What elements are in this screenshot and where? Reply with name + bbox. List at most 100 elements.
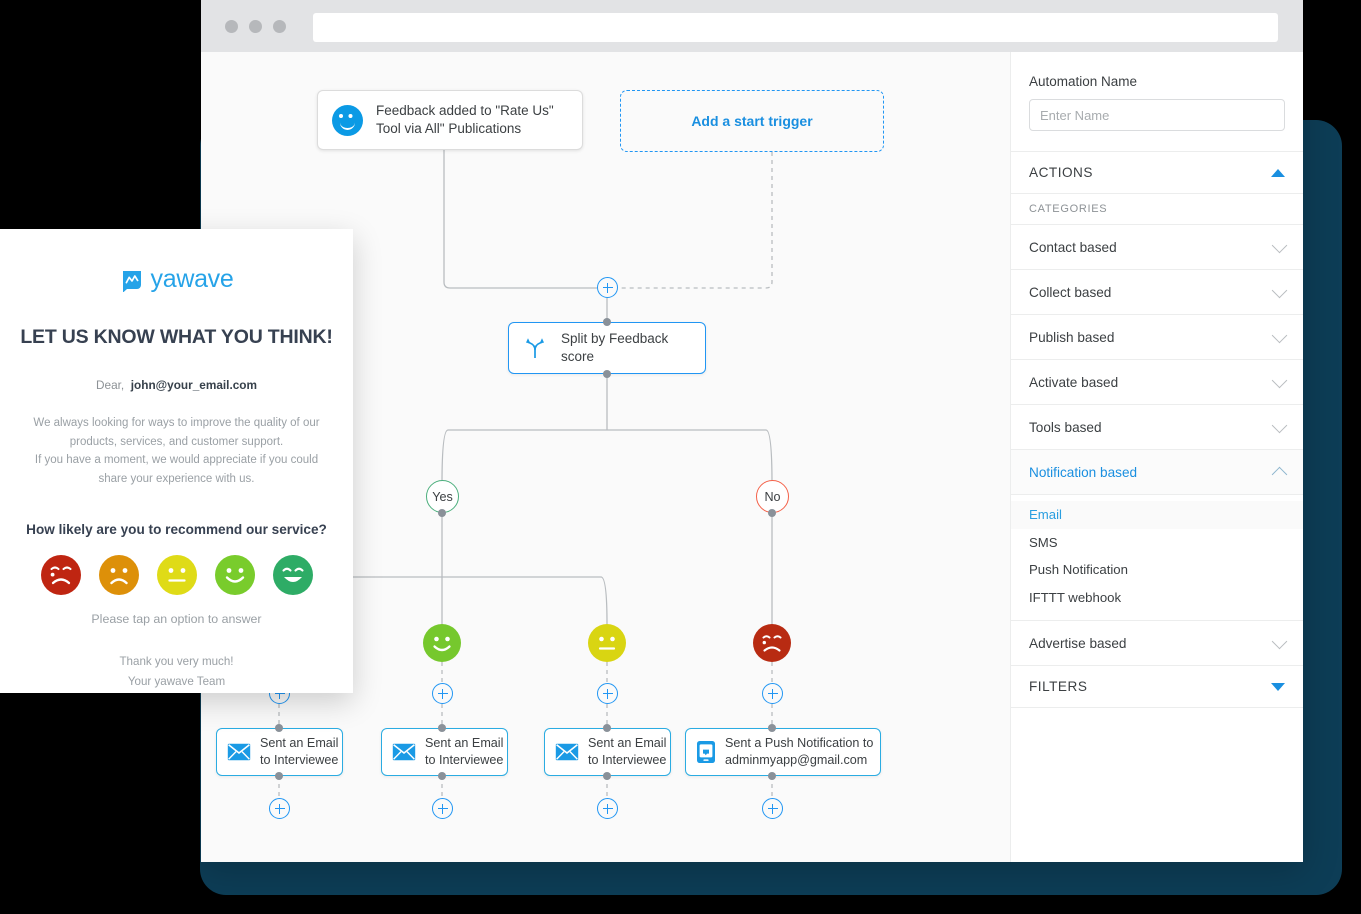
score-face-sad-icon[interactable] bbox=[753, 624, 791, 662]
node-port-in bbox=[768, 724, 776, 732]
branch-badge-no-label: No bbox=[764, 489, 781, 504]
chevron-down-icon bbox=[1271, 237, 1288, 253]
rating-face-smile-icon[interactable] bbox=[214, 554, 255, 595]
address-bar-input[interactable] bbox=[313, 13, 1278, 42]
chevron-up-icon bbox=[1271, 168, 1285, 177]
node-port-out bbox=[438, 772, 446, 780]
smiley-icon bbox=[332, 104, 363, 136]
sidebar-item-label: SMS bbox=[1029, 534, 1058, 550]
flow-node-trigger-label: Feedback added to "Rate Us" Tool via All… bbox=[376, 103, 554, 136]
email-body-text: We always looking for ways to improve th… bbox=[33, 417, 320, 485]
categories-subheader: CATEGORIES bbox=[1011, 194, 1303, 225]
email-tap-hint: Please tap an option to answer bbox=[91, 611, 262, 626]
sidebar-category-publish-based[interactable]: Publish based bbox=[1011, 315, 1303, 360]
branch-badge-yes[interactable]: Yes bbox=[426, 480, 459, 513]
automation-flow-canvas[interactable]: Feedback added to "Rate Us" Tool via All… bbox=[201, 52, 1010, 862]
sidebar-item-ifttt-webhook[interactable]: IFTTT webhook bbox=[1011, 584, 1303, 612]
add-node-plus-button[interactable] bbox=[597, 683, 618, 704]
node-port-out bbox=[603, 370, 611, 378]
flow-node-trigger[interactable]: Feedback added to "Rate Us" Tool via All… bbox=[317, 90, 583, 150]
node-port-out bbox=[275, 772, 283, 780]
automation-name-label: Automation Name bbox=[1029, 74, 1138, 89]
email-preview-popup: yawave LET US KNOW WHAT YOU THINK! Dear,… bbox=[0, 229, 353, 693]
sidebar-item-email[interactable]: Email bbox=[1011, 501, 1303, 529]
sidebar-category-label: Contact based bbox=[1029, 239, 1117, 255]
rating-face-crying-icon[interactable] bbox=[40, 554, 81, 595]
node-port-out bbox=[768, 772, 776, 780]
sidebar-category-label: Activate based bbox=[1029, 374, 1119, 390]
chevron-up-icon bbox=[1271, 466, 1288, 482]
flow-node-split[interactable]: Split by Feedback score bbox=[508, 322, 706, 374]
automation-name-input[interactable] bbox=[1029, 99, 1285, 131]
sidebar-item-label: IFTTT webhook bbox=[1029, 589, 1122, 605]
browser-window: Feedback added to "Rate Us" Tool via All… bbox=[201, 0, 1303, 862]
add-node-plus-button[interactable] bbox=[269, 798, 290, 819]
section-header-actions[interactable]: ACTIONS bbox=[1011, 152, 1303, 194]
email-signature: Thank you very much! Your yawave Team bbox=[119, 654, 234, 688]
node-port-in bbox=[438, 724, 446, 732]
sidebar-item-push-notification[interactable]: Push Notification bbox=[1011, 556, 1303, 584]
chevron-down-icon bbox=[1271, 417, 1288, 433]
add-node-plus-button[interactable] bbox=[762, 798, 783, 819]
add-node-plus-button[interactable] bbox=[762, 683, 783, 704]
sidebar-category-tools-based[interactable]: Tools based bbox=[1011, 405, 1303, 450]
branch-port-yes bbox=[438, 509, 446, 517]
branch-port-no bbox=[768, 509, 776, 517]
email-question: How likely are you to recommend our serv… bbox=[26, 521, 327, 537]
email-recipient-line: Dear, john@your_email.com bbox=[0, 378, 353, 392]
add-start-trigger-label: Add a start trigger bbox=[691, 112, 813, 129]
notification-items-group: Email SMS Push Notification IFTTT webhoo… bbox=[1011, 495, 1303, 621]
email-dear-label: Dear, bbox=[96, 378, 125, 392]
sidebar-item-sms[interactable]: SMS bbox=[1011, 529, 1303, 557]
chevron-down-icon bbox=[1271, 282, 1288, 298]
section-header-actions-label: ACTIONS bbox=[1029, 165, 1093, 180]
sidebar-item-label: Push Notification bbox=[1029, 562, 1128, 578]
score-face-neutral-icon[interactable] bbox=[588, 624, 626, 662]
sidebar-category-collect-based[interactable]: Collect based bbox=[1011, 270, 1303, 315]
rating-face-grin-icon[interactable] bbox=[272, 554, 313, 595]
window-controls bbox=[225, 19, 286, 33]
mail-icon bbox=[392, 743, 416, 761]
score-face-happy-icon[interactable] bbox=[423, 624, 461, 662]
email-rating-scale bbox=[0, 554, 353, 595]
branch-badge-yes-label: Yes bbox=[432, 489, 453, 504]
node-port-in bbox=[603, 724, 611, 732]
yawave-logo-text: yawave bbox=[150, 265, 234, 293]
add-node-plus-button[interactable] bbox=[432, 683, 453, 704]
add-node-plus-button[interactable] bbox=[597, 277, 618, 298]
section-header-filters[interactable]: FILTERS bbox=[1011, 666, 1303, 708]
email-heading: LET US KNOW WHAT YOU THINK! bbox=[20, 326, 333, 348]
add-node-plus-button[interactable] bbox=[597, 798, 618, 819]
sidebar-category-contact-based[interactable]: Contact based bbox=[1011, 225, 1303, 270]
rating-face-neutral-icon[interactable] bbox=[156, 554, 197, 595]
section-header-filters-label: FILTERS bbox=[1029, 679, 1088, 694]
sidebar-category-label: Publish based bbox=[1029, 329, 1115, 345]
chevron-down-icon bbox=[1271, 682, 1285, 691]
rating-face-sad-icon[interactable] bbox=[98, 554, 139, 595]
sidebar-category-advertise-based[interactable]: Advertise based bbox=[1011, 621, 1303, 666]
flow-node-split-label: Split by Feedback score bbox=[561, 331, 669, 364]
add-node-plus-button[interactable] bbox=[432, 798, 453, 819]
mail-icon bbox=[227, 743, 251, 761]
window-close-dot[interactable] bbox=[225, 19, 238, 33]
sidebar-category-label: Advertise based bbox=[1029, 635, 1127, 651]
branch-badge-no[interactable]: No bbox=[756, 480, 789, 513]
window-minimize-dot[interactable] bbox=[249, 19, 262, 33]
yawave-logo-icon bbox=[122, 270, 141, 292]
split-branch-icon bbox=[526, 338, 544, 358]
window-maximize-dot[interactable] bbox=[273, 19, 286, 33]
add-start-trigger-button[interactable]: Add a start trigger bbox=[620, 90, 884, 152]
sidebar-category-activate-based[interactable]: Activate based bbox=[1011, 360, 1303, 405]
sidebar-category-notification-based[interactable]: Notification based bbox=[1011, 450, 1303, 495]
browser-chrome-bar bbox=[201, 0, 1303, 52]
mail-icon bbox=[555, 743, 579, 761]
node-port-out bbox=[603, 772, 611, 780]
